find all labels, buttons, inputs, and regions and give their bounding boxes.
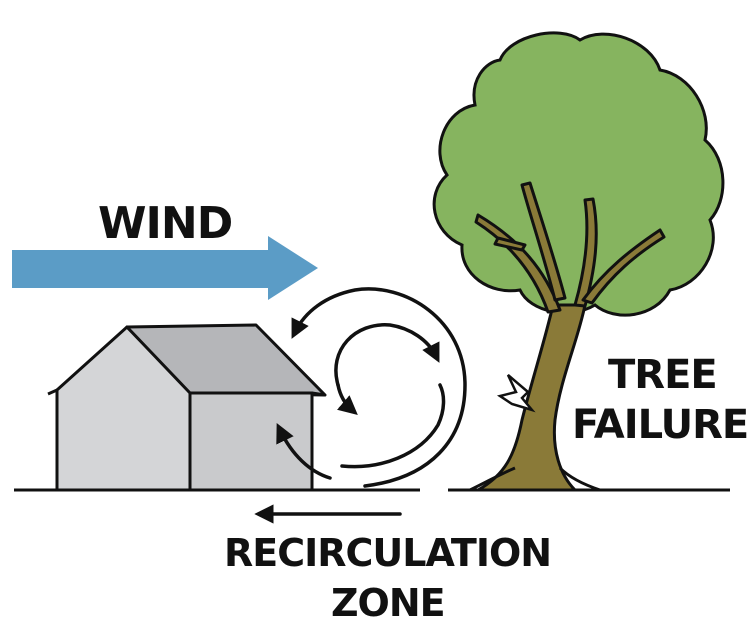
wind-label: WIND [98, 198, 233, 249]
house-front-wall [188, 391, 314, 492]
tree-failure-label-line1: TREE [608, 352, 718, 398]
tree-branches [474, 181, 666, 314]
tree-failure-label-line2: FAILURE [572, 402, 749, 448]
house-bound-arrow [276, 423, 332, 480]
inner-swirl-arrow-top [334, 323, 440, 387]
inner-swirl-arrow-bottom [340, 383, 446, 469]
inner-swirl-arrow-left [336, 383, 358, 416]
tree-roots [469, 466, 601, 492]
tree-foliage [432, 31, 725, 317]
recirculation-zone-label-line1: RECIRCULATION [224, 531, 552, 575]
tree-icon [432, 31, 725, 492]
recirculation-zone-label-line2: ZONE [331, 581, 446, 625]
tree-trunk [476, 303, 587, 492]
house-icon [47, 323, 327, 492]
outer-swirl-arrow [291, 287, 467, 488]
wind-arrow-icon [12, 236, 318, 300]
recirculation-arrows [254, 287, 467, 524]
house-eave-right [311, 391, 326, 397]
house-eave-left [47, 388, 58, 396]
break-spark-icon [496, 374, 536, 413]
